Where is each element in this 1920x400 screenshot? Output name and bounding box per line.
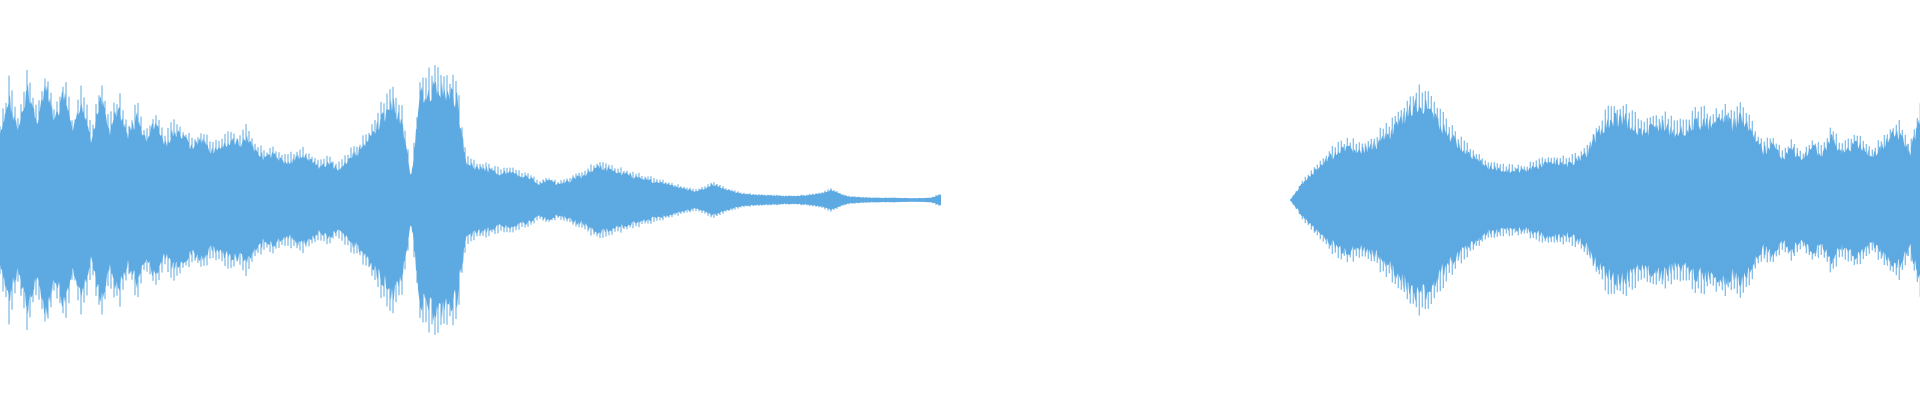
waveform-group <box>0 65 1920 335</box>
